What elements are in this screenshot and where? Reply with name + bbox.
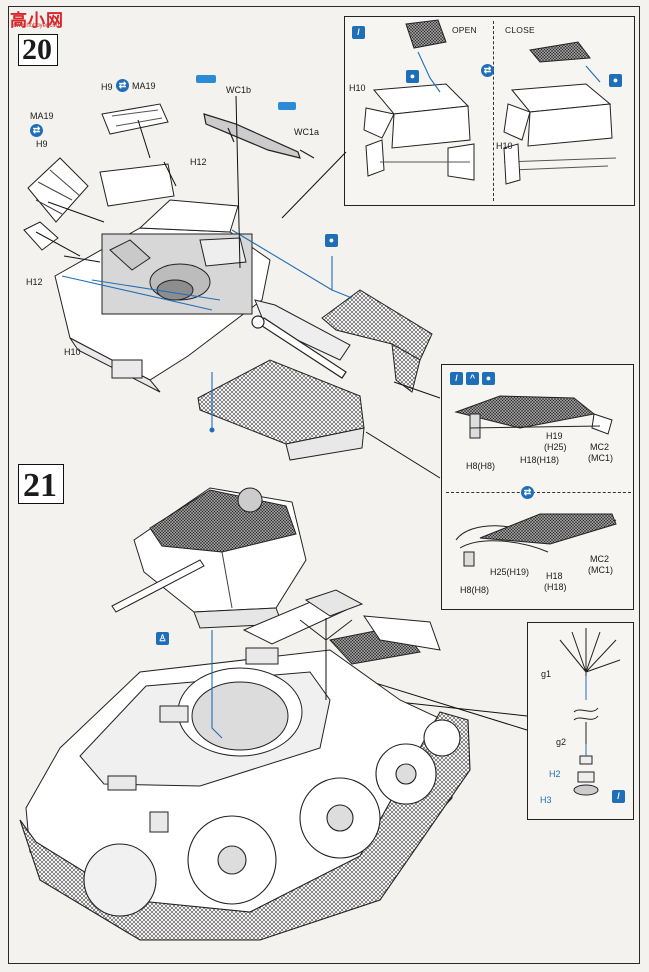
label-h25: (H25) <box>544 442 567 452</box>
antenna-drawing <box>559 628 621 796</box>
track-wheels <box>19 711 471 941</box>
label-wc1b: WC1b <box>226 85 252 95</box>
watermark-url: www.hobbyer.com <box>12 23 61 29</box>
label-h2: H2 <box>549 769 561 779</box>
drop-icon: ● <box>406 70 419 83</box>
label-h12-left: H12 <box>26 277 43 287</box>
label-h25-bottom: H25(H19) <box>490 567 530 577</box>
swap-icon: ⇄ <box>30 124 43 137</box>
step-20-box: 20 <box>18 34 58 66</box>
label-h3: H3 <box>540 795 552 805</box>
brush-icon: / <box>450 372 463 385</box>
label-open: OPEN <box>452 25 477 35</box>
label-h10: H10 <box>64 347 81 357</box>
page-frame <box>8 6 640 964</box>
gun-barrel <box>251 315 347 379</box>
panel-blue-lines <box>417 51 601 93</box>
label-wc1a: WC1a <box>294 127 320 137</box>
label-h12-right: H12 <box>190 157 207 167</box>
label-h18-top: H18(H18) <box>520 455 560 465</box>
label-g1: g1 <box>541 669 552 679</box>
blue-guide-lines <box>61 229 353 433</box>
step-20-number: 20 <box>22 33 52 66</box>
mesh-grilles <box>197 289 433 461</box>
label-h9-left: H9 <box>36 139 48 149</box>
label-close: CLOSE <box>505 25 535 35</box>
label-h18p-bottom: (H18) <box>544 582 567 592</box>
part-tag <box>196 75 216 83</box>
step-21-number: 21 <box>23 467 57 504</box>
step-21-box: 21 <box>18 464 64 504</box>
label-mc1-top: (MC1) <box>588 453 613 463</box>
wc1-part <box>203 113 315 159</box>
figure-icon: ♙ <box>156 632 169 645</box>
watermark-logo: 高小网 www.hobbyer.com <box>10 6 72 30</box>
label-ma19-top: MA19 <box>132 81 156 91</box>
label-h8-bottom: H8(H8) <box>460 585 490 595</box>
watermark-brand: 高小网 <box>10 11 64 30</box>
swap-icon: ⇄ <box>521 486 534 499</box>
label-g2: g2 <box>556 737 567 747</box>
label-h9-top: H9 <box>101 82 113 92</box>
hatch-detail-bottom <box>455 513 617 567</box>
label-panel-h10-right: H10 <box>496 141 513 151</box>
drop-icon: ● <box>609 74 622 87</box>
hatch-detail-top <box>454 395 613 439</box>
drop-icon: ● <box>482 372 495 385</box>
hull-details <box>107 647 279 833</box>
drop-icon: ● <box>325 234 338 247</box>
label-h8-top: H8(H8) <box>466 461 496 471</box>
swap-icon: ⇄ <box>116 79 129 92</box>
step21-blue-line <box>211 630 223 739</box>
label-h19: H19 <box>546 431 563 441</box>
step21-turret <box>111 487 307 629</box>
label-mc1-bottom: (MC1) <box>588 565 613 575</box>
part-tag <box>278 102 296 110</box>
open-hatch-drawing <box>363 19 475 181</box>
step20-superstructure <box>54 199 351 393</box>
close-hatch-drawing <box>503 41 617 185</box>
label-mc2-bottom: MC2 <box>590 554 610 564</box>
label-h18-bottom: H18 <box>546 571 563 581</box>
swap-icon: ⇄ <box>481 64 494 77</box>
label-mc2-top: MC2 <box>590 442 610 452</box>
brush-icon: / <box>352 26 365 39</box>
side-panels <box>23 103 175 251</box>
label-panel-h10-left: H10 <box>349 83 366 93</box>
panel-divider <box>493 21 494 201</box>
brush-icon: / <box>612 790 625 803</box>
panel-divider <box>446 492 631 493</box>
paint-icon: ^ <box>466 372 479 385</box>
label-ma19-left: MA19 <box>30 111 54 121</box>
